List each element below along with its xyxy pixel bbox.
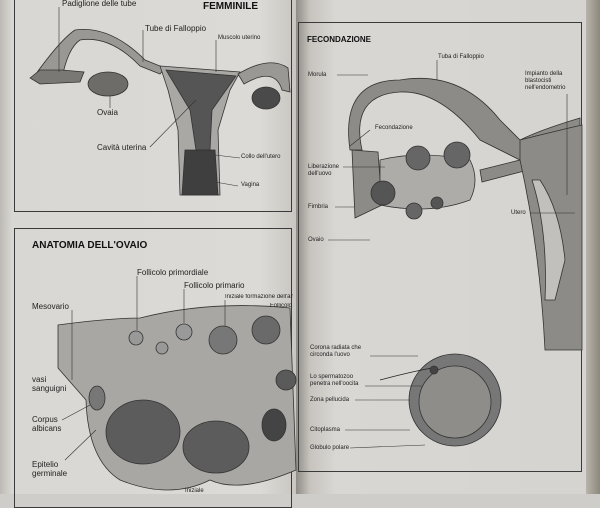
fertilization-illustration (348, 77, 583, 351)
fertilization-title: FECONDAZIONE (307, 35, 371, 44)
reproductive-system-title: FEMMINILE (203, 1, 258, 12)
label-blood-vessels: vasi sanguigni (32, 375, 67, 393)
anatomy-illustrations (29, 7, 583, 491)
label-cytoplasm: Citoplasma (310, 427, 341, 433)
label-uterine-cavity: Cavità uterina (97, 143, 147, 152)
ovary-illustration (57, 305, 297, 491)
label-antrum-formation: Iniziale formazione dell'antro (225, 294, 293, 300)
label-morula: Morula (308, 72, 327, 78)
reproductive-system-box (14, 0, 292, 212)
label-initial: Iniziale (185, 488, 204, 494)
label-ovary: Ovaia (97, 108, 118, 117)
egg-cell-illustration (379, 353, 502, 447)
label-uterus: Utero (511, 210, 526, 216)
label-blastocyst-implantation: Impianto della blastocisti nell'endometr… (525, 71, 566, 91)
label-fallopian-tube: Tuba di Falloppio (438, 54, 484, 60)
label-uterine-muscle: Muscolo uterino (218, 35, 261, 41)
label-ovary-right: Ovaio (308, 237, 324, 243)
label-primary-follicle: Follicolo primario (184, 281, 245, 290)
label-egg-release: Liberazione dell'uovo (308, 164, 340, 177)
leader-lines (58, 7, 575, 461)
page-edges (586, 0, 600, 494)
label-fimbria: Fimbria (308, 204, 329, 210)
label-antral-follicle: Follicolo antrale (270, 303, 294, 309)
label-primordial-follicle: Follicolo primordiale (137, 268, 209, 277)
label-sperm-penetration: Lo spermatozoo penetra nell'oocita (310, 374, 359, 387)
label-corona-radiata: Corona radiata che circonda l'uovo (310, 345, 362, 358)
label-cervix: Collo dell'utero (241, 154, 281, 160)
ovary-anatomy-title: ANATOMIA DELL'OVAIO (32, 240, 148, 251)
label-germinal-epithelium: Epitelio germinale (32, 460, 68, 478)
label-fallopian-tubes: Tube di Falloppio (145, 24, 207, 33)
label-fertilization: Fecondazione (375, 125, 413, 131)
label-polar-body: Globulo polare (310, 445, 350, 451)
uterus-illustration (29, 29, 291, 196)
label-corpus-albicans: Corpus albicans (32, 415, 62, 433)
label-zona-pellucida: Zona pellucida (310, 397, 350, 403)
label-vagina: Vagina (241, 182, 260, 188)
label-fimbriae: Padiglione delle tube (62, 0, 137, 8)
label-mesovarium: Mesovario (32, 302, 69, 311)
